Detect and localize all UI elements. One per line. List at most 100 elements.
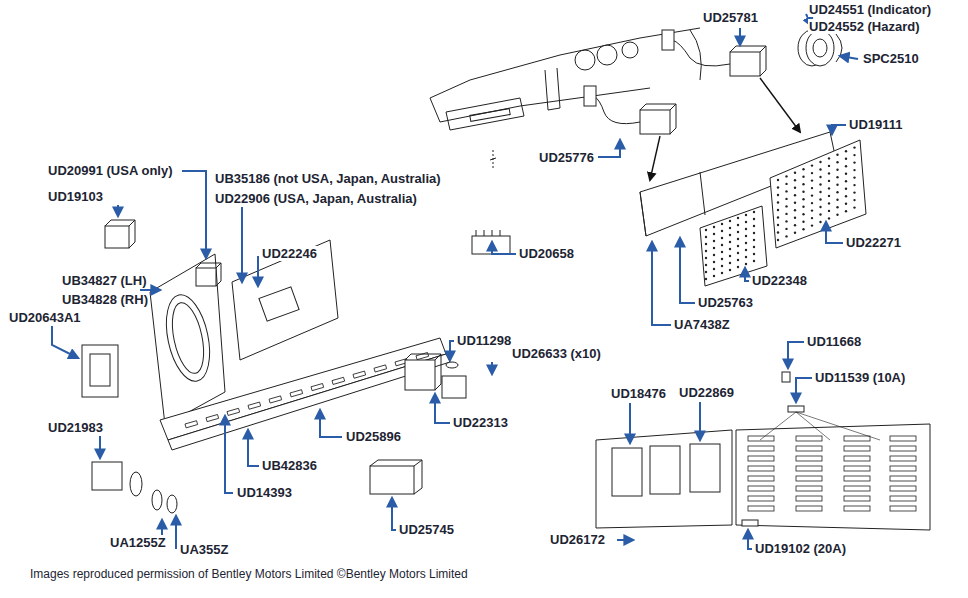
leader-arrows — [392, 498, 396, 530]
part-number: UD21983 — [47, 420, 104, 435]
panel-hole — [853, 176, 855, 178]
panel-hole — [745, 242, 747, 244]
dashboard-sketch — [622, 42, 638, 58]
panel-hole — [819, 198, 821, 200]
panel-hole — [785, 205, 787, 207]
panel-hole — [737, 217, 739, 219]
panel-hole — [753, 211, 755, 213]
panel-hole — [828, 180, 830, 182]
panel-hole — [794, 224, 796, 226]
panel-hole — [853, 146, 855, 148]
pointer-arrows — [760, 78, 800, 132]
fuse — [796, 456, 822, 461]
panel-hole — [705, 236, 707, 238]
panel-hole — [753, 253, 755, 255]
part-number: SPC2510 — [862, 51, 920, 66]
panel-hole — [729, 262, 731, 264]
panel-hole — [729, 241, 731, 243]
panel-hole — [811, 194, 813, 196]
panel-hole — [729, 269, 731, 271]
panel-hole — [853, 206, 855, 208]
panel-hole — [753, 232, 755, 234]
panel-hole — [802, 183, 804, 185]
leader-arrows — [739, 28, 741, 45]
panel-hole — [777, 179, 779, 181]
switch-knob — [806, 30, 834, 66]
panel-hole — [828, 202, 830, 204]
panel-hole — [845, 158, 847, 160]
panel-hole — [811, 164, 813, 166]
panel-hole — [802, 206, 804, 208]
connector-boxes — [640, 104, 676, 134]
panel-hole — [737, 259, 739, 261]
speaker-bracket — [160, 338, 446, 440]
panel-hole — [713, 226, 715, 228]
panel-hole — [836, 176, 838, 178]
fuse — [890, 436, 916, 441]
panel-hole — [713, 268, 715, 270]
leader-arrows — [796, 378, 812, 402]
part-number: UD25781 — [702, 10, 759, 25]
leader-arrows — [182, 171, 206, 258]
fuse — [748, 496, 774, 501]
leader-arrows — [745, 268, 749, 281]
speaker-bracket — [168, 354, 450, 450]
part-number: UD22246 — [261, 246, 318, 261]
loose-fuses — [782, 372, 790, 382]
panel-hole — [853, 199, 855, 201]
panel-hole — [737, 238, 739, 240]
panel-hole — [811, 209, 813, 211]
panel-hole — [777, 224, 779, 226]
dashboard-sketch — [597, 45, 617, 65]
fuse — [748, 466, 774, 471]
panel-hole — [785, 198, 787, 200]
relays — [405, 360, 435, 390]
panel-hole — [737, 252, 739, 254]
relays — [446, 362, 458, 368]
panel-hole — [705, 229, 707, 231]
panel-hole — [845, 203, 847, 205]
panel-hole — [777, 201, 779, 203]
panel-hole — [853, 154, 855, 156]
relays — [167, 495, 177, 513]
loose-fuses — [788, 406, 804, 412]
fuse — [890, 496, 916, 501]
pointer-arrows — [650, 136, 660, 180]
panel-hole — [729, 227, 731, 229]
fuse — [890, 456, 916, 461]
leader-arrows — [52, 14, 858, 549]
panel-hole — [729, 255, 731, 257]
panel-hole — [828, 210, 830, 212]
relays — [196, 263, 221, 286]
panel-hole — [705, 257, 707, 259]
fuse — [844, 476, 870, 481]
switch-panel — [640, 172, 705, 236]
part-number: UD20991 (USA only) — [47, 163, 174, 178]
dashboard-sketch — [575, 50, 595, 70]
connector-boxes — [640, 110, 670, 134]
panel-hole — [729, 234, 731, 236]
panel-hole — [753, 225, 755, 227]
part-number: UD19102 (20A) — [754, 541, 847, 556]
fuse — [796, 436, 822, 441]
bar-slot — [185, 421, 198, 428]
fuse — [890, 446, 916, 451]
panel-hole — [819, 183, 821, 185]
panel-hole — [853, 161, 855, 163]
panel-hole — [811, 224, 813, 226]
dashboard-sketch — [430, 98, 440, 122]
panel-hole — [845, 195, 847, 197]
panel-hole — [802, 191, 804, 193]
panel-hole — [705, 278, 707, 280]
panel-hole — [828, 157, 830, 159]
panel-hole — [794, 209, 796, 211]
panel-hole — [777, 194, 779, 196]
bar-slot — [311, 383, 324, 390]
dashboard-sketch — [470, 109, 510, 122]
panel-hole — [794, 217, 796, 219]
panel-hole — [828, 217, 830, 219]
leader-arrows — [832, 125, 846, 134]
leader-arrows — [680, 238, 695, 303]
part-number: UD26172 — [549, 532, 606, 547]
panel-hole — [785, 190, 787, 192]
